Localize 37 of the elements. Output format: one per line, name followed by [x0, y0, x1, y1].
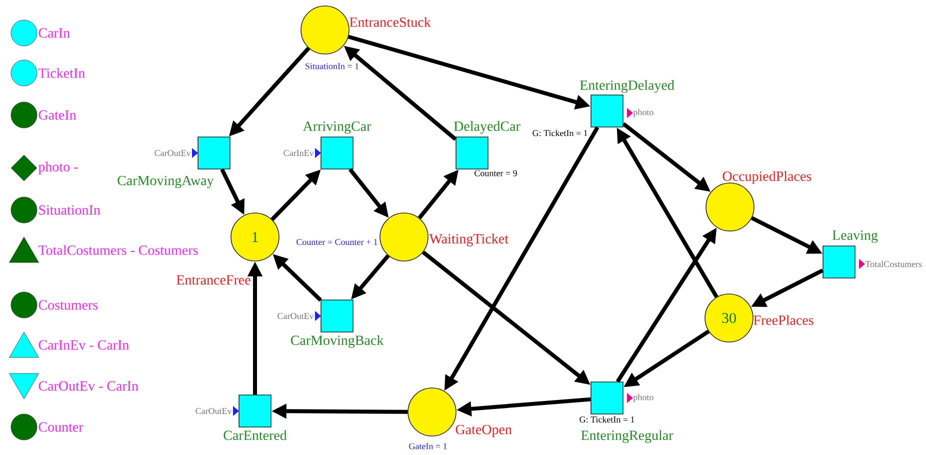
- annotation: CarOutEv: [154, 150, 191, 156]
- annotation: TotalCostumers: [865, 260, 922, 268]
- place-name: EntranceFree: [176, 275, 250, 285]
- legend-label: Costumers: [38, 300, 98, 310]
- transition-name: CarMovingBack: [290, 335, 384, 348]
- place-name: OccupiedPlaces: [722, 171, 812, 184]
- annotation: photo: [633, 108, 654, 118]
- transition-name: CarEntered: [224, 430, 287, 440]
- legend-label: photo -: [38, 162, 78, 174]
- annotation: photo: [633, 394, 654, 402]
- transition-name: Leaving: [832, 230, 878, 243]
- legend-label: CarOutEv - CarIn: [38, 381, 138, 391]
- legend-label: TotalCostumers - Costumers: [38, 245, 198, 255]
- annotation: SituationIn = 1: [306, 63, 359, 70]
- place-name: GateOpen: [456, 424, 512, 438]
- annotation: GateIn = 1: [409, 443, 447, 450]
- legend-label: SituationIn: [39, 205, 100, 215]
- transition-name: CarMovingAway: [118, 176, 214, 188]
- legend-label: GateIn: [38, 110, 76, 120]
- transition-name: EnteringDelayed: [580, 80, 674, 93]
- place-name: FreePlaces: [754, 315, 814, 325]
- legend-label: CarInEv - CarIn: [38, 340, 129, 350]
- annotation: Counter = 9: [474, 170, 517, 176]
- annotation: CarOutEv: [278, 312, 314, 320]
- annotation: CarOutEv: [196, 408, 232, 414]
- legend-label: TicketIn: [38, 68, 85, 78]
- annotation: G: TicketIn = 1: [580, 416, 634, 423]
- annotation: CarInEv: [284, 150, 314, 156]
- place-name: EntranceStuck: [350, 17, 431, 27]
- transition-name: EnteringRegular: [581, 430, 674, 443]
- place-name: WaitingTicket: [429, 234, 508, 246]
- annotation: Counter = Counter + 1: [296, 238, 378, 246]
- annotation: G: TicketIn = 1: [532, 130, 588, 136]
- legend-label: Counter: [38, 422, 84, 432]
- transition-name: DelayedCar: [454, 121, 520, 134]
- legend-label: CarIn: [38, 28, 70, 38]
- transition-name: ArrivingCar: [302, 122, 372, 134]
